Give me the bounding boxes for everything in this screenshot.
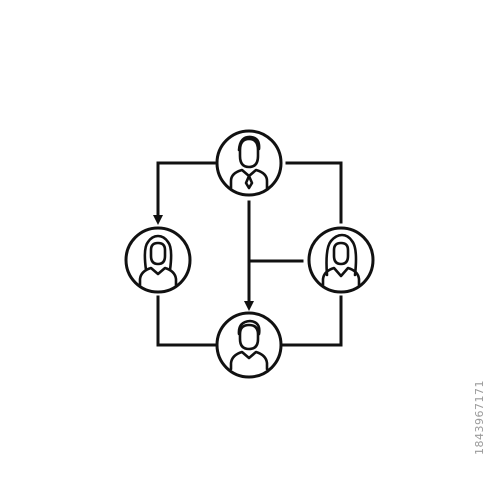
node-left-woman [124,226,192,294]
node-right-circle [307,226,375,294]
woman-icon [138,234,178,287]
stock-image-id: 1843967171 [473,380,486,455]
node-top-circle [215,129,283,197]
node-right-woman [307,226,375,294]
man-icon [229,319,269,371]
node-bottom-circle [215,311,283,379]
edge-left-to-bottom [156,295,218,347]
node-left-circle [124,226,192,294]
edge-top-to-right [285,161,343,224]
edge-right-to-bottom [281,295,343,347]
node-bottom-man [215,311,283,379]
node-top-man-suit [215,129,283,197]
woman-icon [321,233,361,287]
edge-top-to-left [153,161,216,225]
man-suit-icon [229,135,269,190]
